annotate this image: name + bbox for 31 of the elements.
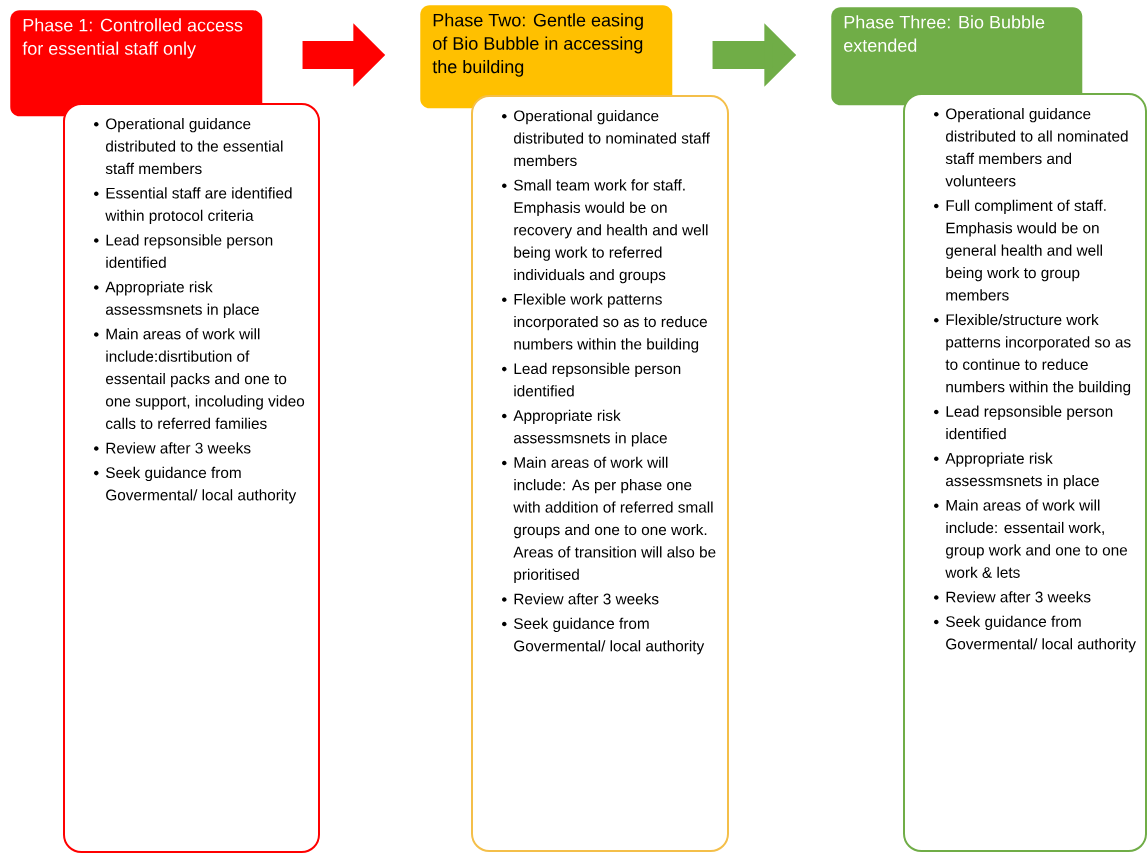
- bullet-item: Operational guidance distributed to the essential staff members: [105, 118, 283, 175]
- bullet-item: Flexible/structure work patterns incorporated so as to continue to reduce numbers within the building: [945, 313, 1131, 396]
- bullet-item: Full compliment of staff. Emphasis would be on general health and well being work to group members: [946, 199, 1106, 301]
- bullet-item: Operational guidance distributed to all nominated staff members and volunteers: [945, 108, 1128, 187]
- header-text: Phase Three: Bio Bubble extended: [844, 15, 1045, 52]
- bullet-item: Appropriate risk assessmsnets in place: [513, 409, 667, 447]
- bullet-list-box: [471, 95, 729, 852]
- bullet-list-box: [63, 103, 320, 853]
- bullet-item: Essential staff are identified within protocol criteria: [105, 187, 292, 225]
- header-text: Phase 1: Controlled access for essential staff only: [22, 18, 243, 59]
- bullet-item: Lead repsonsible person identified: [514, 362, 681, 397]
- bullet-item: Appropriate risk assessmsnets in place: [105, 281, 259, 318]
- bullet-item: Lead repsonsible person identified: [946, 405, 1113, 440]
- bullet-item: Main areas of work will include: As per phase one with addition of referred small groups and one to one work. Areas of transition will also be prioritised: [513, 456, 716, 583]
- bullet-item: Review after 3 weeks: [514, 593, 659, 605]
- phase-header-box: [10, 10, 263, 117]
- header-text: Phase Two: Gentle easing of Bio Bubble in accessing the building: [432, 13, 643, 77]
- bullet-item: Seek guidance from Govermental/ local authority: [946, 615, 1136, 653]
- bullet-item: Flexible work patterns incorporated so as to reduce numbers within the building: [514, 293, 707, 353]
- bullet-item: Appropriate risk assessmsnets in place: [945, 452, 1099, 490]
- bullet-item: Review after 3 weeks: [946, 591, 1091, 603]
- phase-header-box: [831, 7, 1083, 106]
- bullet-item: Operational guidance distributed to nominated staff members: [514, 110, 710, 167]
- bullet-item: Lead repsonsible person identified: [106, 234, 273, 268]
- bullet-item: Seek guidance from Govermental/ local authority: [514, 617, 705, 655]
- bullet-item: Seek guidance from Govermental/ local authority: [106, 466, 297, 504]
- bullet-item: Review after 3 weeks: [106, 442, 251, 454]
- bullet-item: Small team work for staff. Emphasis would be on recovery and health and well being work to referred individuals and groups: [514, 179, 708, 284]
- bullet-item: Main areas of work will include: essentail work, group work and one to one work & lets: [945, 499, 1128, 578]
- bullet-item: Main areas of work will include:disrtibution of essentail packs and one to one support, incoluding video calls to referred families: [106, 328, 305, 429]
- bullet-list-box: [903, 93, 1147, 852]
